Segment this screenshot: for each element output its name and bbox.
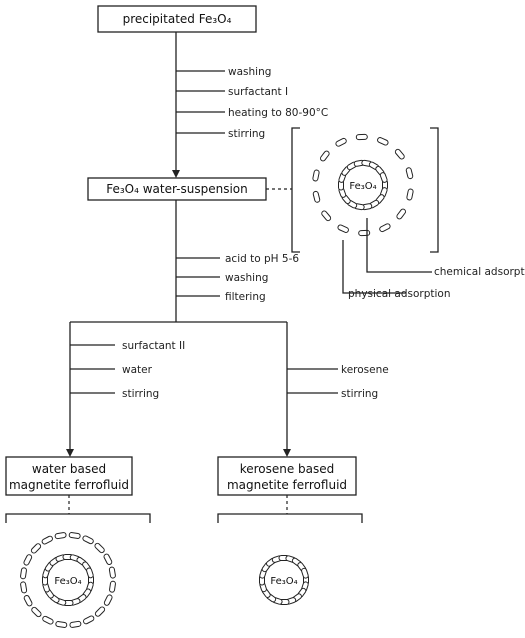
step-kerosene: kerosene (341, 364, 389, 376)
water-based-particle: Fe₃O₄ (20, 532, 116, 628)
kerosene-bracket (218, 514, 362, 523)
physical-leader (343, 240, 406, 293)
inset-core-label: Fe₃O₄ (349, 181, 376, 192)
surfactant-molecule (23, 595, 33, 607)
surfactant-molecule (69, 532, 81, 539)
surfactant-molecule (41, 535, 53, 545)
surfactant-molecule (321, 210, 332, 222)
step-filtering: filtering (225, 291, 266, 303)
surfactant-molecule (406, 167, 414, 179)
surfactant-molecule (335, 138, 347, 147)
inset-particle: Fe₃O₄ (312, 134, 413, 235)
water-bracket (6, 514, 150, 523)
surfactant-molecule (42, 616, 54, 625)
step-stirring-1: stirring (228, 128, 265, 140)
surfactant-molecule (313, 191, 321, 203)
step-washing-1: washing (228, 66, 271, 78)
surfactant-molecule (394, 148, 405, 160)
chemical-leader (367, 218, 432, 272)
surfactant-molecule (379, 223, 391, 232)
surfactant-molecule (20, 582, 27, 594)
surfactant-molecule (109, 567, 116, 579)
step-water: water (122, 364, 153, 376)
step-heating: heating to 80-90°C (228, 107, 328, 119)
water-based-line-1: water based (32, 462, 106, 476)
surfactant-molecule (356, 134, 367, 139)
surfactant-molecule (103, 553, 113, 565)
surfactant-molecule (94, 542, 105, 553)
surfactant-molecule (23, 554, 32, 566)
surfactant-molecule (55, 621, 67, 628)
chemical-adsorption-label: chemical adsorption (434, 266, 525, 278)
step-acid: acid to pH 5-6 (225, 253, 299, 265)
arrow-kerosene (283, 449, 291, 457)
kerosene-core-label: Fe₃O₄ (270, 576, 297, 587)
suspension-label: Fe₃O₄ water-suspension (106, 182, 248, 196)
surfactant-molecule (94, 606, 105, 617)
surfactant-molecule (70, 621, 82, 628)
surfactant-molecule (380, 172, 388, 183)
surfactant-molecule (337, 224, 349, 233)
surfactant-molecule (30, 543, 41, 554)
kerosene-based-line-1: kerosene based (240, 462, 335, 476)
step-surfactant-1: surfactant I (228, 86, 288, 98)
surfactant-molecule (109, 581, 116, 593)
step-stirring-kerosene: stirring (341, 388, 378, 400)
kerosene-based-line-2: magnetite ferrofluid (227, 478, 347, 492)
arrow-1 (172, 170, 180, 178)
surfactant-molecule (319, 150, 330, 162)
step-surfactant-2: surfactant II (122, 340, 185, 352)
surfactant-molecule (86, 567, 94, 578)
surfactant-molecule (104, 594, 113, 606)
surfactant-molecule (359, 230, 370, 235)
kerosene-based-particle: Fe₃O₄ (259, 555, 309, 605)
inset-bracket-left (292, 128, 300, 252)
arrow-water (66, 449, 74, 457)
step-washing-2: washing (225, 272, 268, 284)
inset-bracket-right (430, 128, 438, 252)
surfactant-molecule (82, 535, 94, 544)
surfactant-molecule (406, 189, 413, 201)
water-core-label: Fe₃O₄ (54, 576, 81, 587)
precipitated-label: precipitated Fe₃O₄ (123, 12, 232, 26)
surfactant-molecule (377, 137, 389, 146)
surfactant-molecule (83, 615, 95, 625)
physical-adsorption-label: physical adsorption (348, 288, 450, 300)
surfactant-molecule (55, 532, 67, 539)
surfactant-molecule (20, 567, 27, 579)
surfactant-molecule (396, 208, 407, 220)
step-stirring-water: stirring (122, 388, 159, 400)
surfactant-molecule (31, 606, 42, 617)
surfactant-molecule (301, 568, 309, 579)
surfactant-molecule (312, 170, 319, 182)
water-based-line-2: magnetite ferrofluid (9, 478, 129, 492)
